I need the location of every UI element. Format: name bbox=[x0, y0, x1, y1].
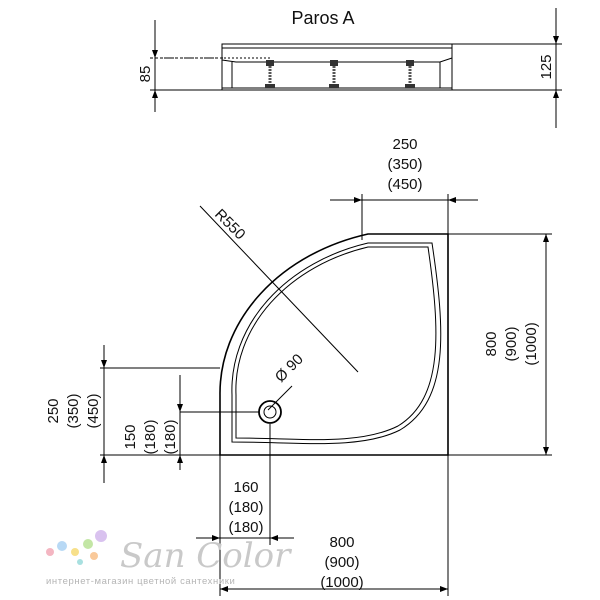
drain-from-bottom-dimension: 150 (180) (180) bbox=[122, 375, 259, 470]
width-value-3: (1000) bbox=[320, 574, 363, 591]
drain-left-value-2: (180) bbox=[228, 499, 263, 516]
watermark-dot bbox=[71, 548, 79, 556]
drain-bottom-value-2: (180) bbox=[142, 419, 159, 454]
drain-bottom-value-1: 150 bbox=[122, 424, 139, 449]
drain-from-left-dimension: 160 (180) (180) bbox=[196, 424, 294, 596]
depth-value-2: (900) bbox=[503, 326, 520, 361]
width-value-1: 800 bbox=[329, 534, 354, 551]
left-straight-value-1: 250 bbox=[45, 398, 62, 423]
drain: Ø 90 bbox=[258, 351, 307, 424]
watermark-dot bbox=[83, 539, 93, 549]
drain-bottom-value-3: (180) bbox=[162, 419, 179, 454]
drain-left-value-3: (180) bbox=[228, 519, 263, 536]
side-view: 85 125 bbox=[137, 8, 562, 128]
side-height-total-label: 125 bbox=[538, 54, 555, 79]
tray-top-view bbox=[219, 233, 449, 456]
watermark-dot bbox=[46, 548, 54, 556]
watermark-dot bbox=[57, 541, 67, 551]
left-straight-value-3: (450) bbox=[85, 393, 102, 428]
drain-left-value-1: 160 bbox=[233, 479, 258, 496]
watermark-dot bbox=[95, 530, 107, 542]
top-straight-dimension: 250 (350) (450) bbox=[330, 136, 478, 240]
drawing-title: Paros A bbox=[291, 8, 354, 28]
drain-diameter-label: Ø 90 bbox=[272, 351, 307, 386]
radius-annotation: R550 bbox=[199, 205, 359, 373]
width-value-2: (900) bbox=[324, 554, 359, 571]
depth-value-3: (1000) bbox=[523, 322, 540, 365]
left-straight-value-2: (350) bbox=[65, 393, 82, 428]
left-straight-dimension: 250 (350) (450) bbox=[45, 345, 220, 483]
watermark-tagline: интернет-магазин цветной сантехники bbox=[46, 576, 235, 587]
top-straight-value-1: 250 bbox=[392, 136, 417, 153]
watermark-brand: San Color bbox=[120, 536, 292, 576]
watermark: San Color интернет-магазин цветной санте… bbox=[46, 530, 292, 587]
support-foot-1 bbox=[265, 60, 275, 88]
top-straight-value-2: (350) bbox=[387, 156, 422, 173]
watermark-dot bbox=[90, 552, 98, 560]
side-height-base-label: 85 bbox=[137, 66, 154, 83]
depth-value-1: 800 bbox=[483, 331, 500, 356]
watermark-dot bbox=[77, 559, 83, 565]
width-dimension: 800 (900) (1000) bbox=[220, 455, 449, 596]
support-foot-3 bbox=[405, 60, 415, 88]
top-straight-value-3: (450) bbox=[387, 176, 422, 193]
depth-dimension: 800 (900) (1000) bbox=[448, 233, 552, 456]
support-foot-2 bbox=[329, 60, 339, 88]
watermark-dots bbox=[46, 530, 107, 565]
